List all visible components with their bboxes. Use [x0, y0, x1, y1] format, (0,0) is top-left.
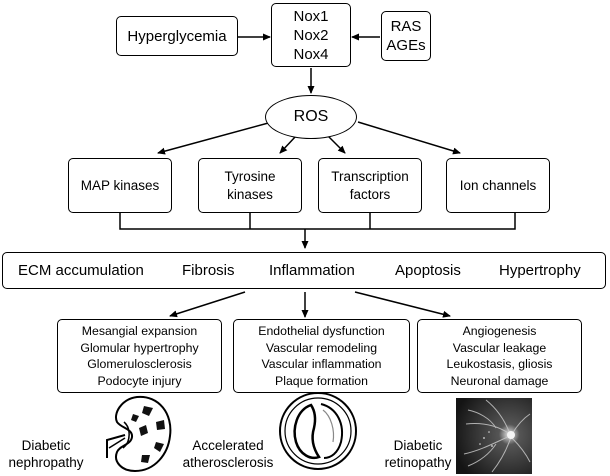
artery-cross-section-illustration	[279, 392, 357, 470]
retina-fundus-photo	[456, 398, 532, 474]
effect-inflammation: Inflammation	[269, 262, 355, 279]
nephropathy-feature-1: Mesangial expansion	[81, 324, 198, 338]
kinases-label: kinases	[227, 186, 273, 202]
retinopathy-feature-1: Angiogenesis	[462, 324, 537, 338]
arrow-ros-to-tyrosine	[279, 135, 297, 154]
tyrosine-kinases-box: Tyrosine kinases	[198, 158, 302, 213]
retinopathy-caption: Diabetic retinopathy	[383, 437, 453, 471]
ras-label: RAS	[390, 18, 422, 35]
arrow-ros-to-map	[157, 121, 273, 155]
arrow-effects-to-retinopathy	[354, 291, 451, 318]
tyrosine-label: Tyrosine	[224, 168, 276, 184]
ros-ellipse: ROS	[265, 95, 357, 139]
nephropathy-feature-4: Podocyte injury	[97, 373, 182, 388]
nephropathy-features-box: Mesangial expansion Glomular hypertrophy…	[57, 319, 222, 393]
nox4-label: Nox4	[293, 45, 329, 63]
nox-box: Nox1 Nox2 Nox4	[271, 3, 351, 67]
retinopathy-feature-2: Vascular leakage	[452, 340, 547, 355]
ion-channels-label: Ion channels	[459, 177, 537, 193]
ion-channels-box: Ion channels	[446, 158, 550, 213]
hyperglycemia-label: Hyperglycemia	[127, 27, 227, 45]
arrow-ros-to-ion	[357, 121, 461, 155]
atherosclerosis-feature-1: Endothelial dysfunction	[258, 324, 385, 338]
arrow-ros-to-transcription	[327, 135, 346, 154]
kidney-illustration	[106, 395, 172, 473]
retinopathy-features-box: Angiogenesis Vascular leakage Leukostasi…	[417, 319, 582, 393]
effect-fibrosis: Fibrosis	[182, 262, 235, 279]
effect-apoptosis: Apoptosis	[395, 262, 461, 279]
map-kinases-box: MAP kinases	[68, 158, 172, 213]
ages-label: AGEs	[386, 37, 426, 54]
nephropathy-feature-3: Glomerulosclerosis	[87, 357, 192, 371]
nephropathy-caption: Diabetic nephropathy	[5, 437, 87, 471]
hyperglycemia-box: Hyperglycemia	[116, 16, 238, 56]
ros-label: ROS	[293, 108, 329, 125]
atherosclerosis-feature-4: Plaque formation	[275, 373, 368, 388]
effect-hypertrophy: Hypertrophy	[499, 262, 581, 279]
atherosclerosis-feature-3: Vascular inflammation	[261, 357, 382, 371]
nephropathy-feature-2: Glomular hypertrophy	[80, 340, 199, 355]
atherosclerosis-feature-2: Vascular remodeling	[265, 340, 378, 355]
nephropathy-caption-line1: Diabetic	[21, 438, 71, 453]
cellular-effects-box	[2, 252, 606, 289]
transcription-factors-box: Transcription factors	[318, 158, 422, 213]
retinopathy-caption-line2: retinopathy	[384, 455, 452, 470]
nox2-label: Nox2	[293, 26, 329, 44]
nephropathy-caption-line2: nephropathy	[8, 455, 84, 470]
transcription-label: Transcription	[331, 168, 409, 184]
atherosclerosis-caption-line1: Accelerated	[192, 438, 264, 453]
arrow-effects-to-nephropathy	[169, 291, 246, 318]
factors-label: factors	[349, 186, 391, 202]
map-kinases-label: MAP kinases	[80, 177, 160, 193]
retinopathy-caption-line1: Diabetic	[393, 438, 443, 453]
ras-ages-box: RAS AGEs	[381, 11, 431, 61]
atherosclerosis-caption: Accelerated atherosclerosis	[178, 437, 278, 471]
atherosclerosis-caption-line2: atherosclerosis	[182, 455, 274, 470]
retinopathy-feature-4: Neuronal damage	[450, 373, 549, 388]
nox1-label: Nox1	[293, 7, 329, 25]
retinopathy-feature-3: Leukostasis, gliosis	[446, 357, 553, 371]
merge-bracket	[119, 213, 516, 230]
effect-ecm-accumulation: ECM accumulation	[18, 262, 144, 279]
atherosclerosis-features-box: Endothelial dysfunction Vascular remodel…	[233, 319, 410, 393]
